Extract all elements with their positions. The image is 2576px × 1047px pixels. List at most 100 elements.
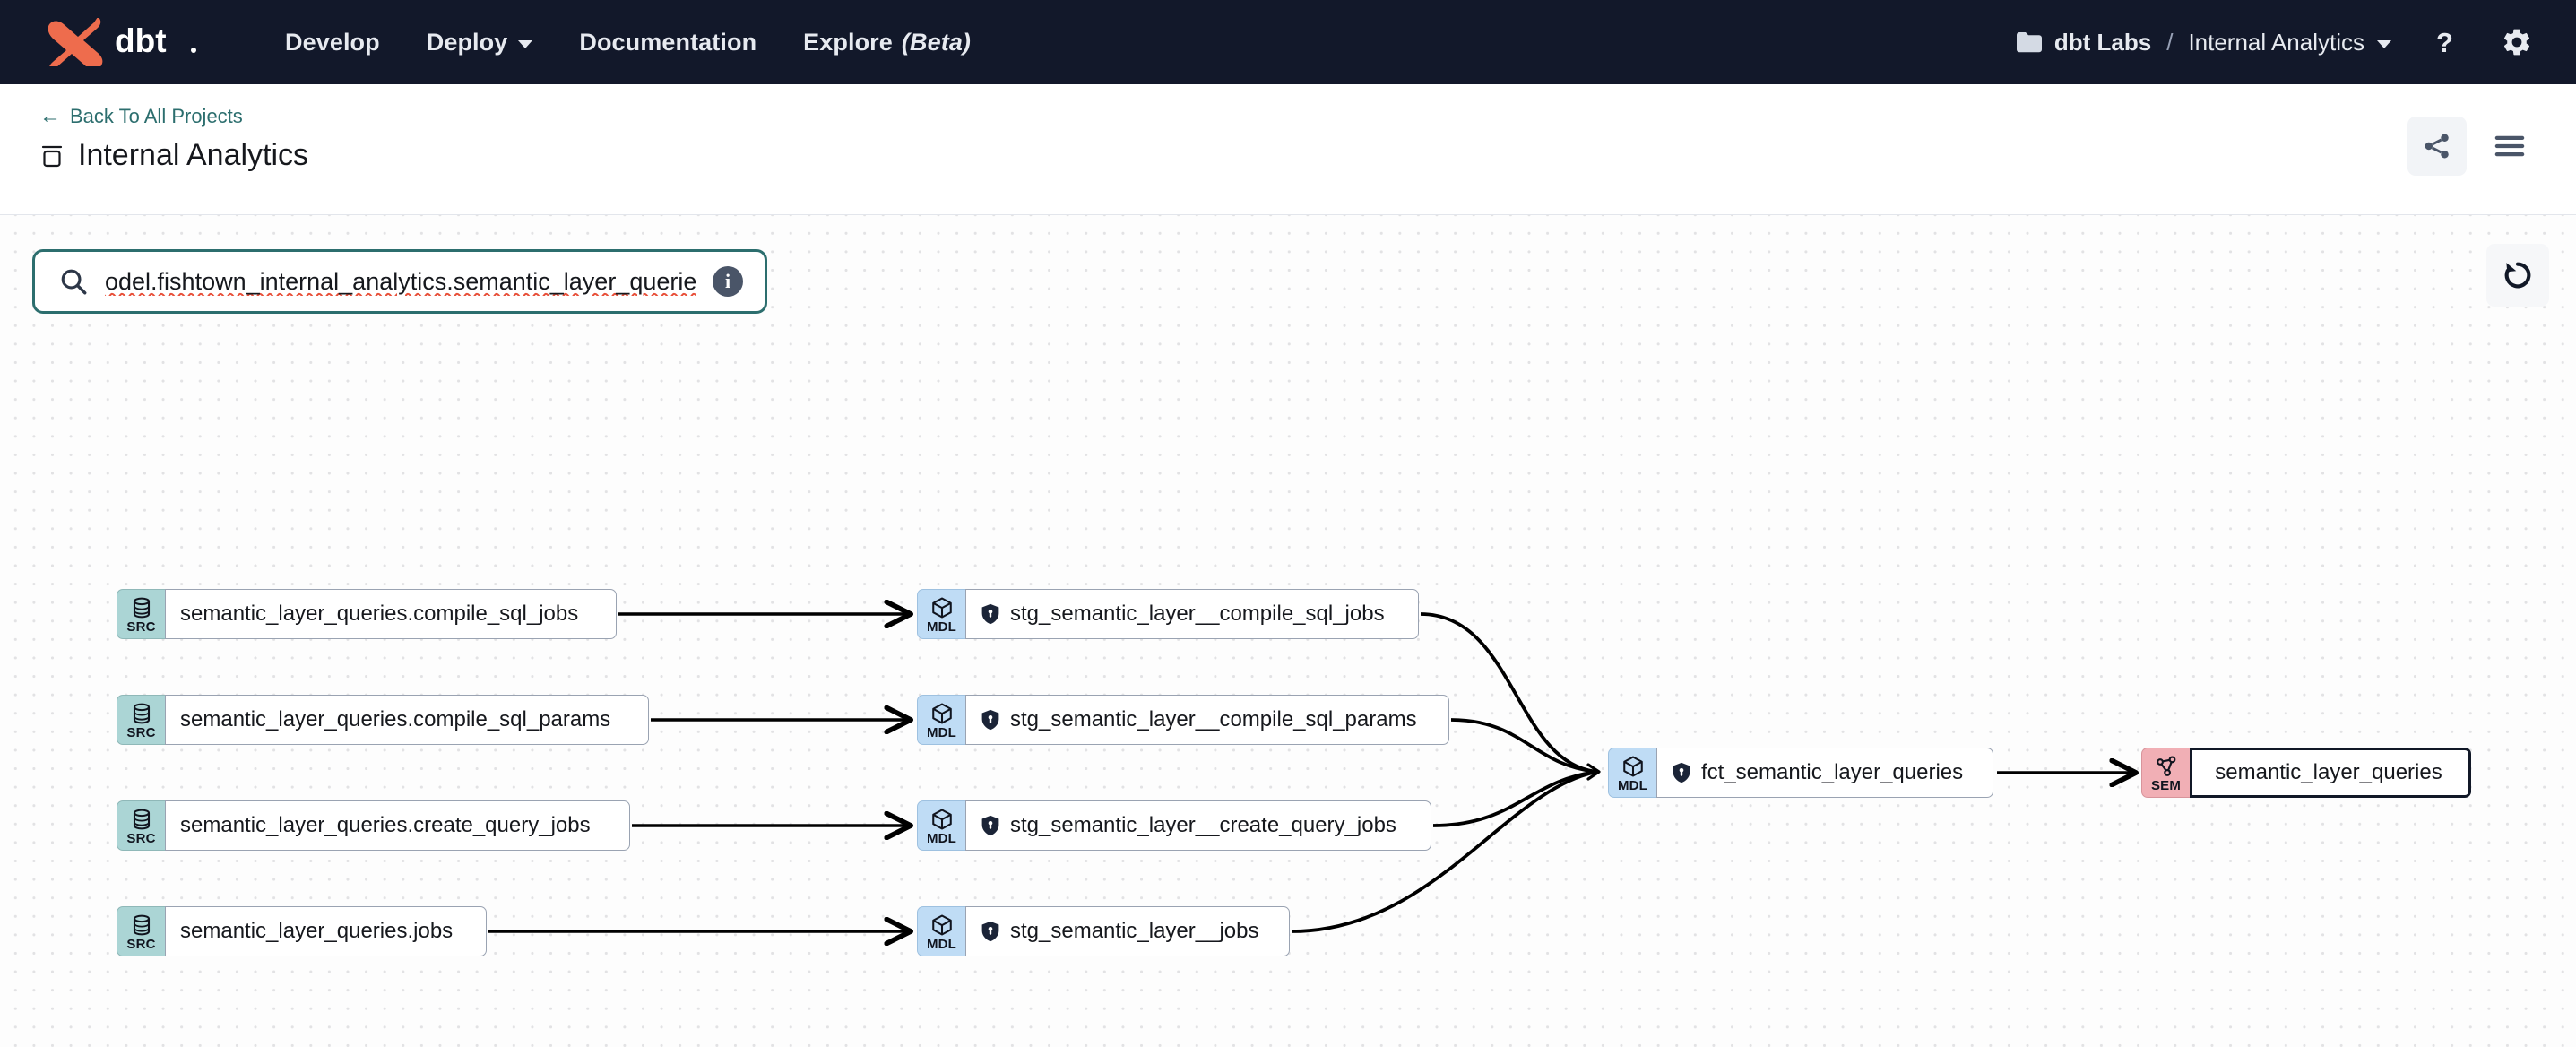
search-input[interactable]: odel.fishtown_internal_analytics.semanti… — [105, 267, 696, 295]
node-type-badge-mdl: MDL — [917, 800, 965, 851]
reset-view-button[interactable] — [2486, 244, 2549, 307]
database-cylinder-icon — [133, 914, 150, 936]
dbt-wordmark-icon: dbt — [115, 24, 196, 59]
node-type-badge-src: SRC — [117, 906, 165, 956]
node-body: stg_semantic_layer__create_query_jobs — [965, 800, 1431, 851]
node-label: semantic_layer_queries.compile_sql_param… — [180, 707, 611, 731]
nav-item-documentation-label: Documentation — [579, 28, 757, 56]
cube-icon — [1622, 756, 1643, 777]
subheader-actions — [2407, 117, 2535, 176]
node-badge-label: MDL — [926, 937, 957, 952]
shield-lock-icon — [981, 921, 999, 942]
nav-item-develop[interactable]: Develop — [262, 29, 403, 56]
node-label: fct_semantic_layer_queries — [1701, 760, 1964, 784]
database-cylinder-icon — [133, 597, 150, 619]
primary-nav-links: Develop Deploy Documentation Explore (Be… — [262, 29, 994, 56]
node-badge-label: SRC — [126, 725, 156, 740]
lineage-node-mdl[interactable]: MDL stg_semantic_layer__create_query_job… — [917, 800, 1431, 851]
dbt-logo[interactable]: dbt — [43, 18, 199, 66]
breadcrumb-project-selector[interactable]: Internal Analytics — [2188, 29, 2391, 56]
node-body: semantic_layer_queries.compile_sql_jobs — [165, 589, 617, 639]
lineage-node-src[interactable]: SRC semantic_layer_queries.compile_sql_j… — [117, 589, 617, 639]
nav-item-explore-label: Explore — [803, 28, 893, 56]
node-body: semantic_layer_queries.jobs — [165, 906, 487, 956]
breadcrumb-separator: / — [2166, 28, 2174, 56]
info-icon[interactable]: i — [713, 266, 743, 297]
node-badge-label: SRC — [126, 831, 156, 846]
database-cylinder-icon — [133, 809, 150, 830]
lineage-node-src[interactable]: SRC semantic_layer_queries.compile_sql_p… — [117, 695, 649, 745]
menu-button[interactable] — [2485, 117, 2535, 176]
shield-lock-icon — [981, 603, 999, 625]
dbt-x-mark-icon — [48, 18, 103, 66]
search-input-container[interactable]: odel.fishtown_internal_analytics.semanti… — [32, 249, 767, 314]
node-type-badge-src: SRC — [117, 695, 165, 745]
cube-icon — [931, 703, 952, 724]
database-cylinder-icon — [133, 703, 150, 724]
semantic-graph-icon — [2156, 756, 2175, 776]
nav-right-cluster: dbt Labs / Internal Analytics ? — [2016, 24, 2535, 60]
node-label: stg_semantic_layer__jobs — [1010, 919, 1259, 943]
gear-icon — [2503, 29, 2530, 56]
node-badge-label: SRC — [126, 619, 156, 635]
chevron-down-icon — [2377, 39, 2391, 48]
lineage-graph-icon — [2425, 134, 2449, 159]
page-title: Internal Analytics — [39, 138, 2535, 173]
lineage-node-sem-selected[interactable]: SEM semantic_layer_queries — [2141, 748, 2471, 798]
node-body: semantic_layer_queries.compile_sql_param… — [165, 695, 649, 745]
svg-text:dbt: dbt — [115, 24, 167, 59]
node-badge-label: MDL — [926, 831, 957, 846]
back-to-all-projects-link[interactable]: ← Back To All Projects — [39, 104, 243, 129]
database-icon — [41, 145, 63, 167]
node-type-badge-mdl: MDL — [917, 589, 965, 639]
nav-item-documentation[interactable]: Documentation — [556, 29, 780, 56]
node-body: stg_semantic_layer__jobs — [965, 906, 1290, 956]
help-button[interactable]: ? — [2427, 24, 2463, 60]
nav-item-deploy[interactable]: Deploy — [403, 29, 557, 56]
lineage-node-mdl[interactable]: MDL stg_semantic_layer__compile_sql_jobs — [917, 589, 1419, 639]
cube-icon — [931, 597, 952, 619]
node-label: semantic_layer_queries.jobs — [180, 919, 454, 943]
shield-lock-icon — [1673, 762, 1690, 783]
node-badge-label: MDL — [1617, 778, 1648, 793]
node-badge-label: SEM — [2150, 778, 2182, 793]
top-navigation-bar: dbt Develop Deploy Documentation Explore… — [0, 0, 2576, 84]
svg-text:?: ? — [2436, 27, 2453, 57]
shield-lock-icon — [981, 709, 999, 731]
lineage-node-src[interactable]: SRC semantic_layer_queries.jobs — [117, 906, 487, 956]
node-label: semantic_layer_queries.compile_sql_jobs — [180, 601, 579, 626]
node-badge-label: MDL — [926, 619, 957, 635]
nav-item-explore-beta-tag: (Beta) — [901, 28, 972, 56]
node-type-badge-sem: SEM — [2141, 748, 2190, 798]
node-type-badge-src: SRC — [117, 800, 165, 851]
nav-item-develop-label: Develop — [285, 28, 380, 56]
project-subheader: ← Back To All Projects Internal Analytic… — [0, 84, 2576, 215]
node-badge-label: MDL — [926, 725, 957, 740]
nav-item-explore[interactable]: Explore (Beta) — [780, 29, 994, 56]
node-badge-label: SRC — [126, 937, 156, 952]
reset-arrow-icon — [2504, 262, 2531, 289]
node-label: stg_semantic_layer__compile_sql_jobs — [1010, 601, 1385, 626]
hamburger-menu-icon — [2494, 135, 2525, 157]
node-body: semantic_layer_queries.create_query_jobs — [165, 800, 630, 851]
lineage-node-mdl[interactable]: MDL stg_semantic_layer__compile_sql_para… — [917, 695, 1449, 745]
lineage-node-mdl[interactable]: MDL stg_semantic_layer__jobs — [917, 906, 1290, 956]
nav-item-deploy-label: Deploy — [426, 28, 508, 56]
cube-icon — [931, 914, 952, 936]
question-mark-icon: ? — [2436, 27, 2453, 57]
breadcrumb-project-label: Internal Analytics — [2188, 28, 2364, 56]
node-label: stg_semantic_layer__create_query_jobs — [1010, 813, 1396, 837]
settings-button[interactable] — [2499, 24, 2535, 60]
lineage-view-button[interactable] — [2407, 117, 2467, 176]
breadcrumb-organization-label: dbt Labs — [2053, 28, 2152, 56]
node-type-badge-mdl: MDL — [917, 906, 965, 956]
breadcrumb-organization[interactable]: dbt Labs — [2016, 29, 2151, 56]
lineage-node-src[interactable]: SRC semantic_layer_queries.create_query_… — [117, 800, 630, 851]
back-to-all-projects-label: Back To All Projects — [70, 105, 243, 127]
page-title-label: Internal Analytics — [78, 138, 309, 172]
folder-icon — [2016, 32, 2042, 53]
node-body: fct_semantic_layer_queries — [1656, 748, 1993, 798]
lineage-node-mdl-fact[interactable]: MDL fct_semantic_layer_queries — [1608, 748, 1993, 798]
node-type-badge-mdl: MDL — [917, 695, 965, 745]
lineage-canvas[interactable]: odel.fishtown_internal_analytics.semanti… — [0, 215, 2576, 1047]
